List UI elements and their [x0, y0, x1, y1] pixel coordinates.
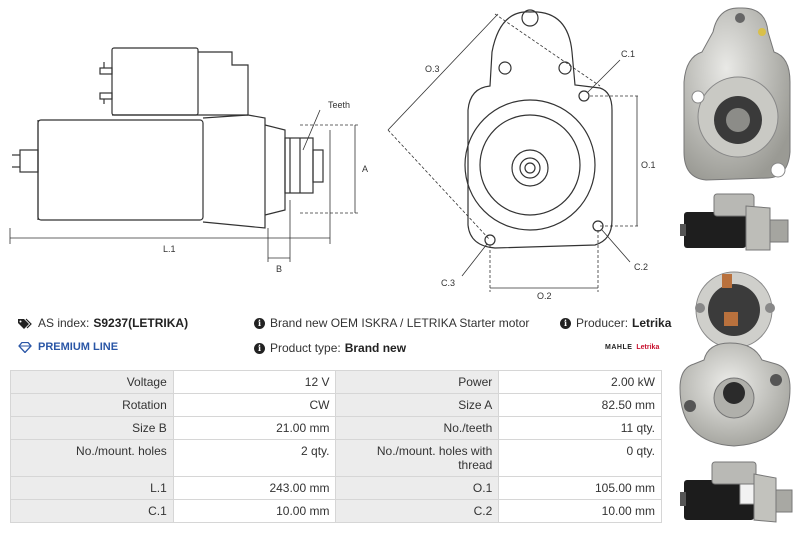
spec-key: No./mount. holes	[10, 439, 174, 477]
spec-key: Voltage	[10, 370, 174, 394]
info-icon: i	[254, 317, 265, 329]
table-row: L.1 243.00 mm O.1 105.00 mm	[10, 476, 662, 500]
spec-value: 12 V	[172, 370, 337, 394]
spec-value: 10.00 mm	[498, 499, 662, 523]
product-type-label: Product type:	[270, 341, 341, 355]
premium-line-row: PREMIUM LINE	[18, 341, 118, 353]
technical-drawing: Teeth A B L.1 O.3 C.1 O.1 C.2 C.3 O.2	[9, 9, 656, 301]
spec-value: 82.50 mm	[498, 393, 662, 417]
producer-value: Letrika	[632, 316, 672, 330]
product-photos	[670, 0, 800, 534]
product-type-value: Brand new	[344, 341, 407, 355]
label-o1: O.1	[641, 160, 656, 170]
description-row: i Brand new OEM ISKRA / LETRIKA Starter …	[254, 316, 529, 330]
premium-line-label: PREMIUM LINE	[38, 341, 119, 353]
producer-label: Producer:	[576, 316, 629, 330]
as-index-label: AS index:	[38, 316, 90, 330]
letrika-logo: Letrika	[636, 344, 660, 351]
producer-row: i Producer: Letrika	[560, 316, 671, 330]
spec-value: 2.00 kW	[498, 370, 662, 394]
spec-key: O.1	[335, 476, 500, 500]
product-photo-side-label[interactable]	[678, 456, 796, 530]
label-c1: C.1	[621, 49, 635, 59]
table-row: Voltage 12 V Power 2.00 kW	[10, 370, 662, 394]
label-l1: L.1	[163, 244, 176, 254]
spec-key: Power	[335, 370, 500, 394]
product-type-row: i Product type: Brand new	[254, 341, 406, 355]
spec-key: Rotation	[10, 393, 174, 417]
spec-value: 2 qty.	[172, 439, 337, 477]
table-row: C.1 10.00 mm C.2 10.00 mm	[10, 499, 662, 523]
spec-key: No./teeth	[335, 416, 500, 440]
spec-value: 0 qty.	[498, 439, 662, 477]
label-o2: O.2	[537, 291, 552, 301]
spec-key: Size B	[10, 416, 174, 440]
product-photo-side[interactable]	[678, 186, 796, 258]
spec-key: Size A	[335, 393, 500, 417]
info-icon: i	[560, 317, 571, 329]
spec-key: C.1	[10, 499, 174, 523]
diamond-icon	[18, 341, 32, 353]
table-row: No./mount. holes 2 qty. No./mount. holes…	[10, 439, 662, 477]
spec-value: 11 qty.	[498, 416, 662, 440]
spec-value: 21.00 mm	[172, 416, 337, 440]
as-index-row: AS index: S9237(LETRIKA)	[18, 316, 188, 330]
spec-key: L.1	[10, 476, 174, 500]
mahle-logo: MAHLE	[605, 344, 633, 351]
label-o3: O.3	[425, 64, 440, 74]
specs-table: Voltage 12 V Power 2.00 kW Rotation CW S…	[10, 370, 662, 523]
spec-value: 105.00 mm	[498, 476, 662, 500]
product-photo-rear[interactable]	[678, 268, 796, 450]
product-photo-front[interactable]	[678, 2, 796, 182]
label-b: B	[276, 264, 282, 274]
spec-value: 243.00 mm	[172, 476, 337, 500]
spec-value: 10.00 mm	[172, 499, 337, 523]
spec-key: C.2	[335, 499, 500, 523]
label-a: A	[362, 164, 368, 174]
label-c3: C.3	[441, 278, 455, 288]
spec-value: CW	[172, 393, 337, 417]
label-teeth: Teeth	[328, 100, 350, 110]
spec-key: No./mount. holes with thread	[335, 439, 500, 477]
label-c2: C.2	[634, 262, 648, 272]
table-row: Rotation CW Size A 82.50 mm	[10, 393, 662, 417]
description-text: Brand new OEM ISKRA / LETRIKA Starter mo…	[270, 316, 530, 330]
brand-logos: MAHLE Letrika	[605, 344, 659, 351]
tags-icon	[18, 318, 32, 329]
as-index-value: S9237(LETRIKA)	[93, 316, 189, 330]
table-row: Size B 21.00 mm No./teeth 11 qty.	[10, 416, 662, 440]
info-icon: i	[254, 342, 265, 354]
